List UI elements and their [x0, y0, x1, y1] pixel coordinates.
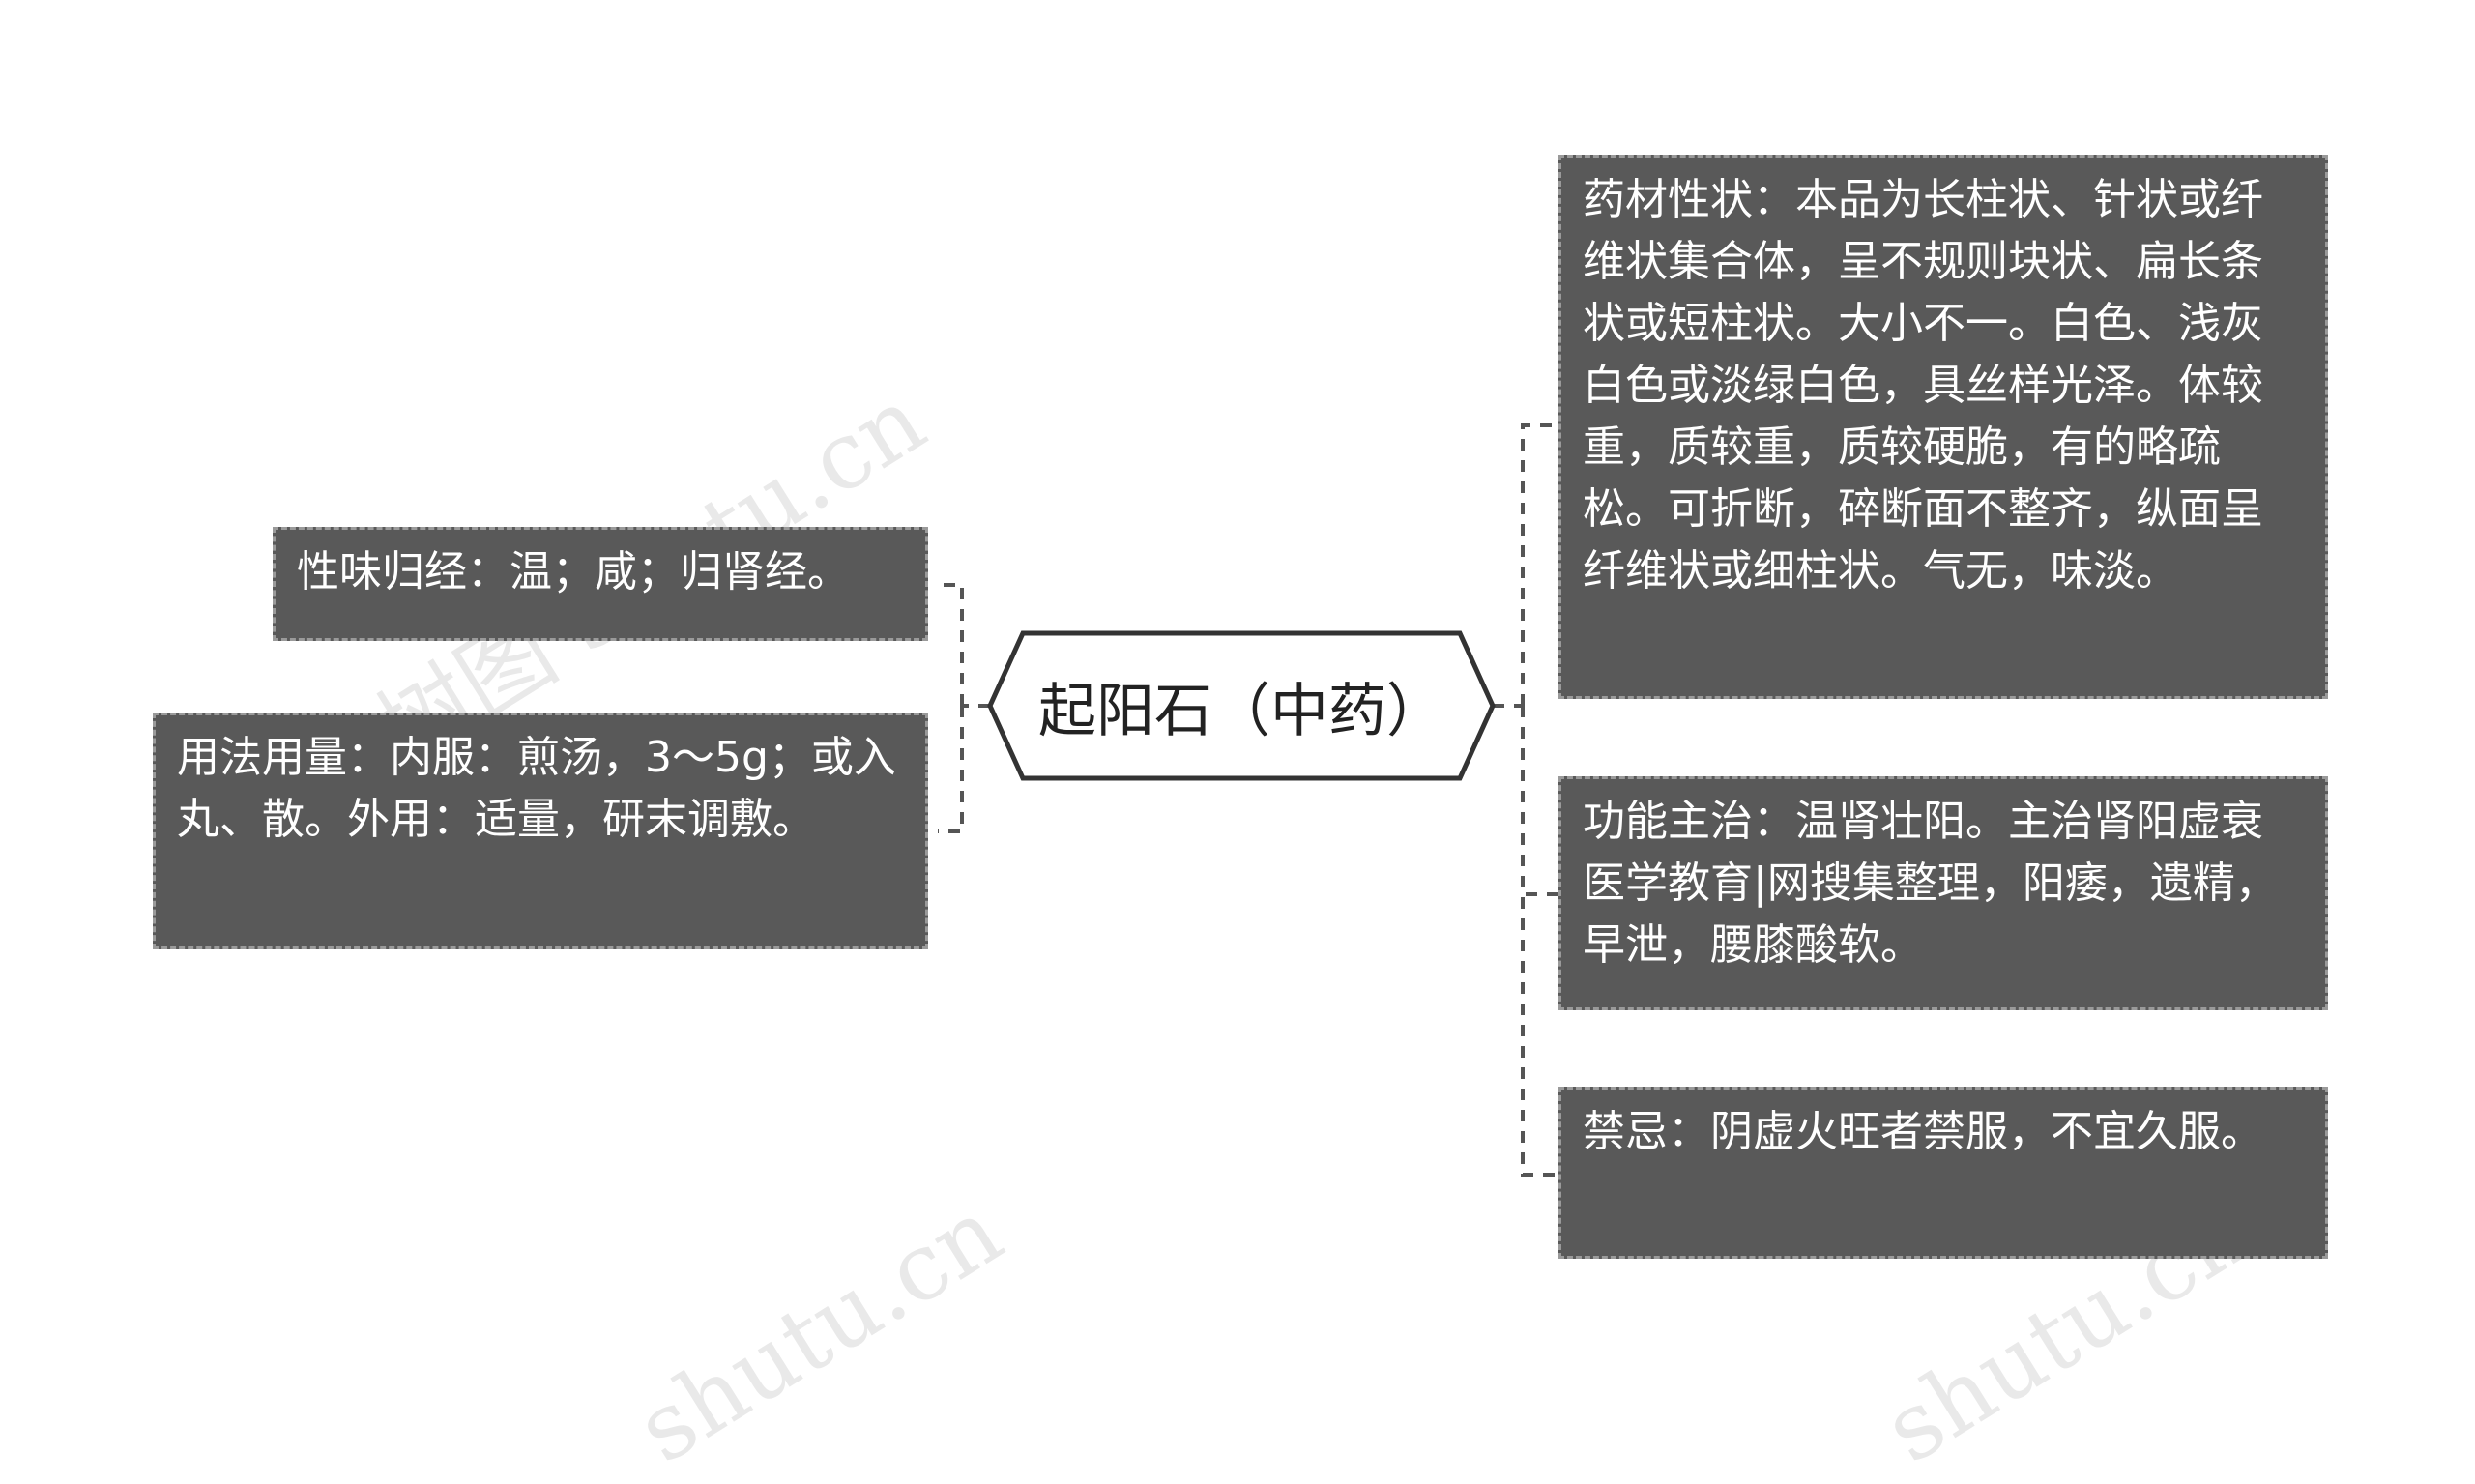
node-yongfa-yongliang[interactable]: 用法用量：内服：煎汤，3～5g；或入丸、散。外用：适量，研末调敷。: [153, 713, 928, 949]
node-jinji[interactable]: 禁忌：阴虚火旺者禁服，不宜久服。: [1558, 1087, 2328, 1259]
center-topic-title: 起阳石（中药）: [1038, 677, 1444, 745]
node-xingwei-guijing[interactable]: 性味归经：温；咸；归肾经。: [273, 527, 928, 641]
node-text: 功能主治：温肾壮阳。主治肾阳虚衰医学教育|网搜集整理，阳痿，遗精，早泄，腰膝酸软…: [1583, 797, 2278, 970]
center-topic[interactable]: 起阳石（中药）: [990, 633, 1493, 778]
connector-right-node-1: [1521, 423, 1558, 706]
center-node-shape: [987, 630, 1496, 781]
connector-right-node-2: [1521, 706, 1558, 896]
connector-right-node-3: [1521, 706, 1558, 1177]
node-yaocai-xingzhuang[interactable]: 药材性状：本品为长柱状、针状或纤维状集合体，呈不规则块状、扁长条状或短柱状。大小…: [1558, 155, 2328, 699]
node-gongneng-zhuzhi[interactable]: 功能主治：温肾壮阳。主治肾阳虚衰医学教育|网搜集整理，阳痿，遗精，早泄，腰膝酸软…: [1558, 776, 2328, 1010]
node-text: 药材性状：本品为长柱状、针状或纤维状集合体，呈不规则块状、扁长条状或短柱状。大小…: [1583, 175, 2263, 596]
node-text: 用法用量：内服：煎汤，3～5g；或入丸、散。外用：适量，研末调敷。: [177, 733, 896, 844]
node-text: 禁忌：阴虚火旺者禁服，不宜久服。: [1583, 1107, 2263, 1156]
connector-left-node-2: [938, 706, 964, 833]
node-text: 性味归经：温；咸；归肾经。: [297, 547, 850, 597]
connector-lines: [938, 423, 1558, 1177]
connector-left-node-1: [938, 583, 964, 706]
